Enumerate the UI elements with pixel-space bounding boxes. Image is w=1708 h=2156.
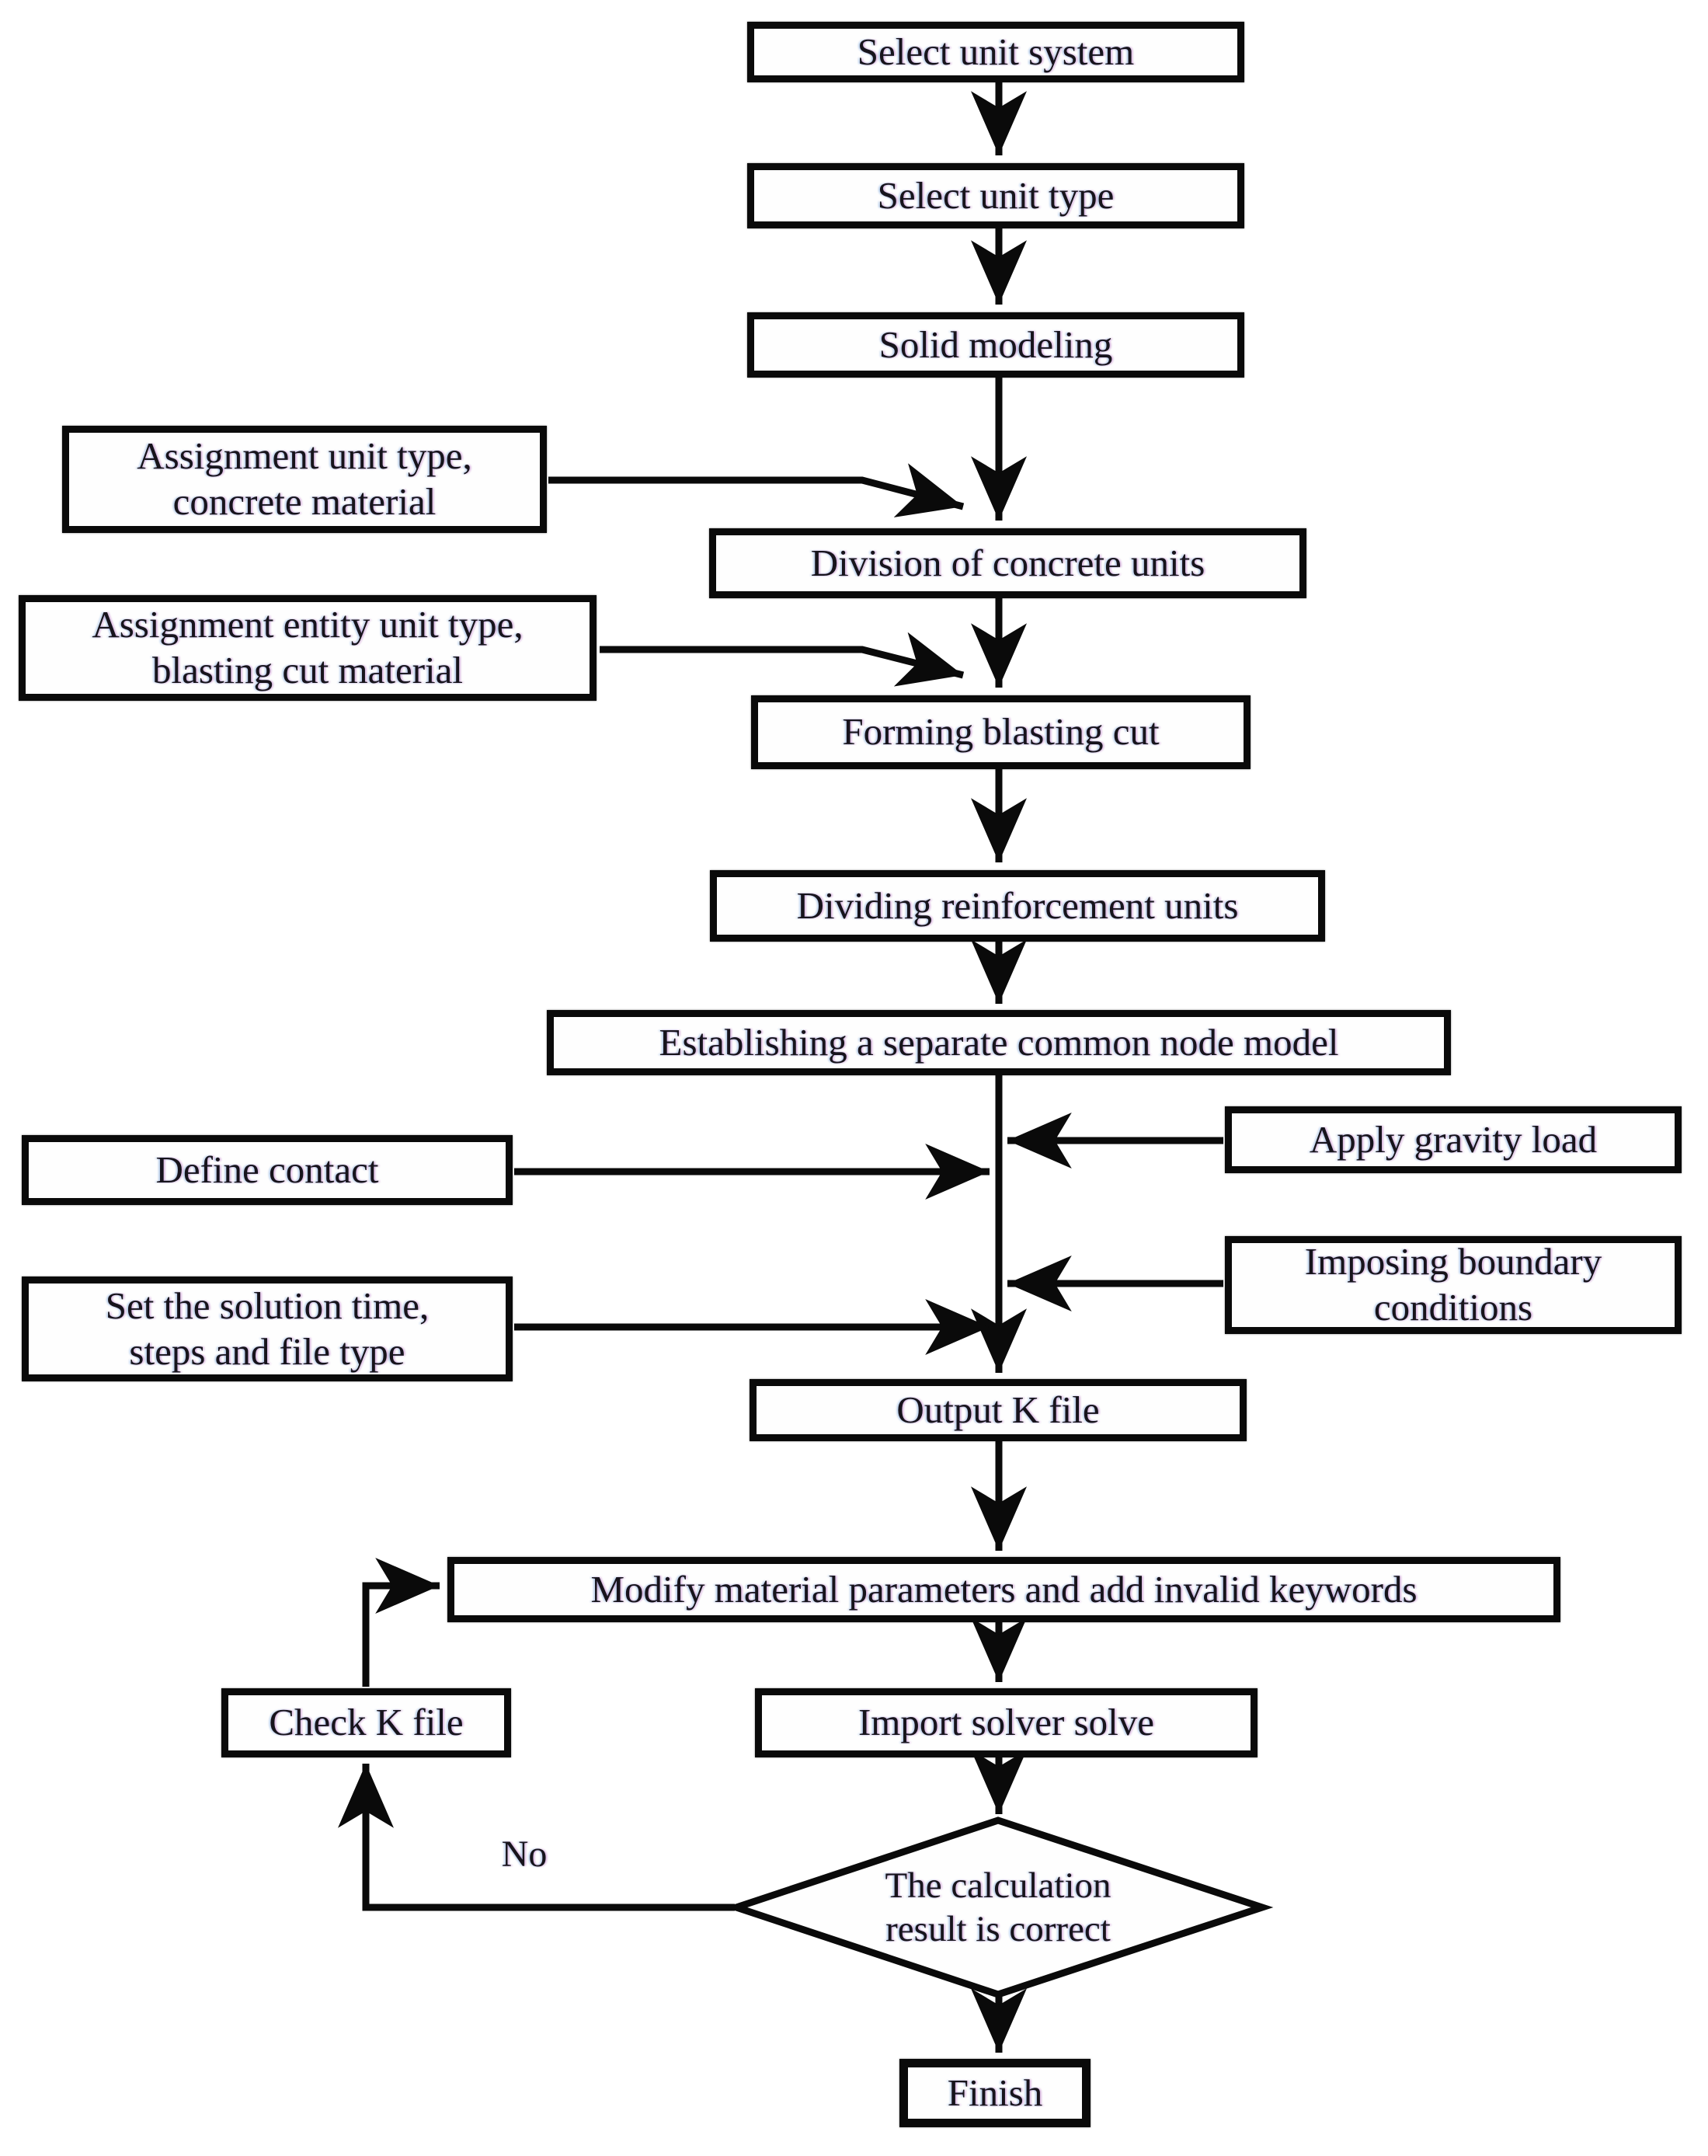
edge-label-no: No xyxy=(501,1834,548,1876)
node-output-k-file: Output K file xyxy=(750,1379,1247,1441)
node-import-solver-solve: Import solver solve xyxy=(755,1688,1258,1757)
node-assignment-entity-unit-type: Assignment entity unit type, blasting cu… xyxy=(19,595,597,701)
node-define-contact: Define contact xyxy=(22,1135,513,1205)
node-select-unit-type: Select unit type xyxy=(747,163,1244,228)
node-division-of-concrete-units: Division of concrete units xyxy=(709,528,1306,598)
decision-diamond xyxy=(725,1816,1274,1998)
node-forming-blasting-cut: Forming blasting cut xyxy=(751,695,1251,769)
arrow-assignment-unit-type-to-flow xyxy=(548,463,965,517)
node-finish: Finish xyxy=(899,2059,1091,2127)
node-set-solution-time: Set the solution time, steps and file ty… xyxy=(22,1277,513,1381)
node-select-unit-system: Select unit system xyxy=(747,22,1244,82)
node-solid-modeling: Solid modeling xyxy=(747,312,1244,378)
node-modify-material-parameters: Modify material parameters and add inval… xyxy=(447,1557,1560,1622)
node-dividing-reinforcement-units: Dividing reinforcement units xyxy=(710,870,1325,942)
decision-label: The calculation result is correct xyxy=(885,1865,1111,1949)
arrow-check-k-file-to-modify xyxy=(362,1558,440,1687)
node-apply-gravity-load: Apply gravity load xyxy=(1225,1106,1682,1173)
node-establishing-common-node-model: Establishing a separate common node mode… xyxy=(547,1010,1451,1075)
node-assignment-unit-type: Assignment unit type, concrete material xyxy=(62,426,547,533)
arrow-decision-no-to-check-k-file xyxy=(338,1763,735,1911)
arrow-assignment-entity-to-flow xyxy=(600,632,965,687)
node-imposing-boundary-conditions: Imposing boundary conditions xyxy=(1225,1236,1682,1334)
node-check-k-file: Check K file xyxy=(221,1688,511,1757)
